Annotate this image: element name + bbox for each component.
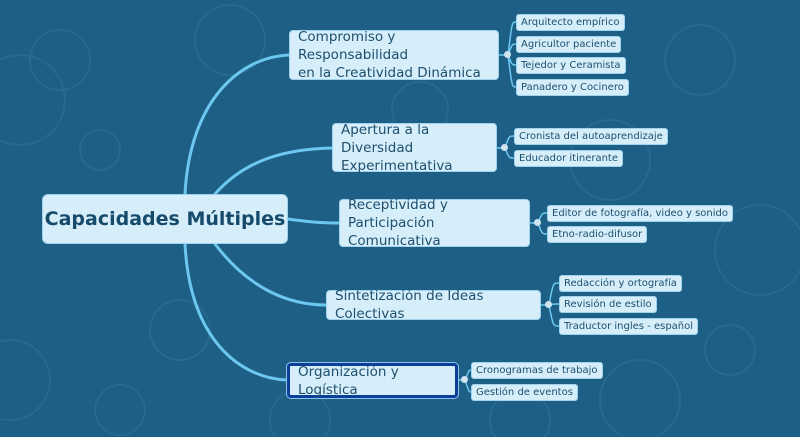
leaf-cronogramas[interactable]: Cronogramas de trabajo bbox=[471, 362, 603, 379]
collapse-toggle-dot[interactable] bbox=[461, 376, 468, 383]
leaf-tejedor[interactable]: Tejedor y Ceramista bbox=[516, 57, 626, 74]
leaf-educador[interactable]: Educador itinerante bbox=[514, 150, 624, 167]
collapse-toggle-dot[interactable] bbox=[545, 301, 552, 308]
leaf-gestion[interactable]: Gestión de eventos bbox=[471, 384, 578, 401]
collapse-toggle-dot[interactable] bbox=[504, 51, 511, 58]
leaf-editor[interactable]: Editor de fotografía, video y sonido bbox=[547, 205, 734, 222]
leaf-revision[interactable]: Revisión de estilo bbox=[559, 296, 657, 313]
branch-label: Apertura a la Diversidad Experimentativa bbox=[341, 121, 453, 174]
leaf-redaccion[interactable]: Redacción y ortografía bbox=[559, 275, 682, 292]
branch-label: Compromiso y Responsabilidad en la Creat… bbox=[298, 29, 481, 81]
leaf-traductor[interactable]: Traductor ingles - español bbox=[559, 318, 699, 335]
connector-line bbox=[286, 217, 341, 225]
connector-line bbox=[183, 53, 291, 196]
connector-line bbox=[213, 242, 328, 307]
branch-label: Sintetización de Ideas Colectivas bbox=[335, 288, 484, 322]
leaf-agricultor[interactable]: Agricultor paciente bbox=[516, 36, 622, 53]
collapse-toggle-dot[interactable] bbox=[534, 219, 541, 226]
connector-line bbox=[507, 21, 517, 56]
branch-organizacion[interactable]: Organización y Logística bbox=[287, 363, 458, 398]
branch-apertura[interactable]: Apertura a la Diversidad Experimentativa bbox=[332, 121, 497, 174]
leaf-arquitecto[interactable]: Arquitecto empírico bbox=[516, 14, 625, 31]
leaf-panadero[interactable]: Panadero y Cocinero bbox=[516, 79, 629, 96]
branch-label: Receptividad y Participación Comunicativ… bbox=[348, 197, 448, 249]
branch-compromiso[interactable]: Compromiso y Responsabilidad en la Creat… bbox=[289, 29, 499, 81]
branch-sintetizacion[interactable]: Sintetización de Ideas Colectivas bbox=[326, 288, 541, 322]
branch-receptividad[interactable]: Receptividad y Participación Comunicativ… bbox=[339, 197, 530, 249]
central-topic[interactable]: Capacidades Múltiples bbox=[42, 194, 288, 244]
central-topic-label: Capacidades Múltiples bbox=[44, 208, 286, 230]
connector-line bbox=[507, 54, 517, 88]
branch-label: Organización y Logística bbox=[298, 363, 399, 398]
leaf-cronista[interactable]: Cronista del autoaprendizaje bbox=[514, 128, 668, 145]
connector-line bbox=[548, 304, 560, 327]
leaf-etno-radio[interactable]: Etno-radio-difusor bbox=[547, 226, 648, 243]
connector-line bbox=[548, 282, 560, 306]
connector-line bbox=[183, 242, 289, 382]
connector-line bbox=[213, 146, 334, 196]
collapse-toggle-dot[interactable] bbox=[501, 144, 508, 151]
